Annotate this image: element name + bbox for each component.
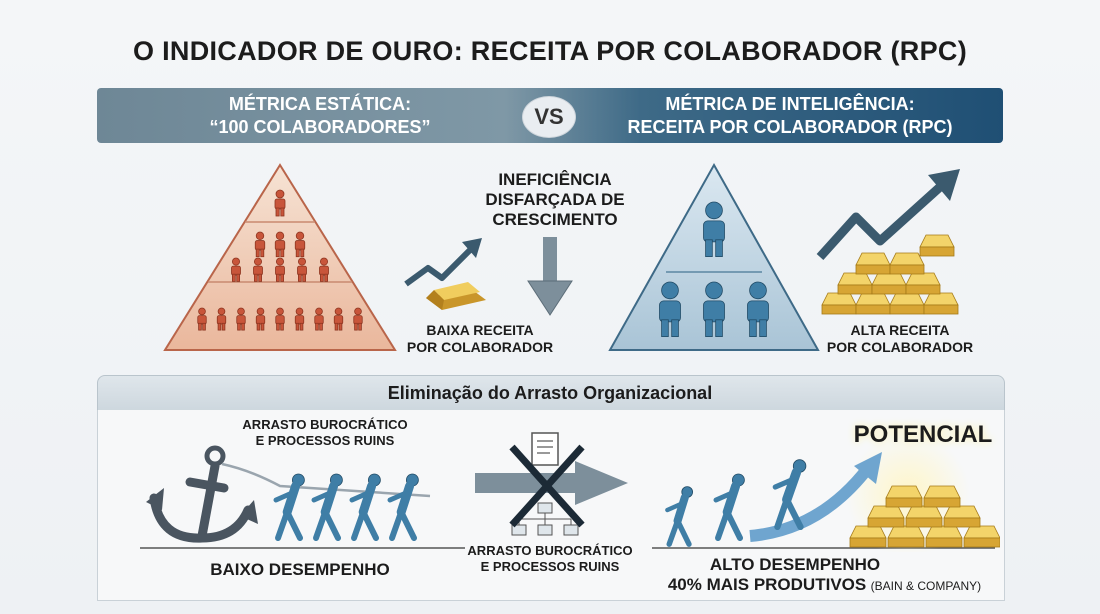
- runners-gold-illustration: [652, 440, 1000, 552]
- person-icon: [231, 257, 241, 282]
- low-performance-label: BAIXO DESEMPENHO: [210, 560, 390, 579]
- person-icon: [254, 231, 266, 258]
- person-icon: [297, 257, 307, 282]
- inefficiency-line2: DISFARÇADA DE: [485, 190, 625, 209]
- team-member-icon: [311, 473, 343, 541]
- section-title: Eliminação do Arrasto Organizacional: [387, 383, 713, 403]
- crossed-bureaucracy-icon: [475, 432, 628, 536]
- inefficiency-line1: INEFICIÊNCIA: [498, 170, 612, 189]
- section-header: [97, 375, 1005, 412]
- drag-top-label-line2: E PROCESSOS RUINS: [255, 433, 395, 448]
- potential-label: POTENCIAL: [853, 421, 993, 448]
- gold-bar-icon: [849, 525, 887, 548]
- gold-bar-icon: [905, 505, 943, 528]
- gold-bar-icon: [821, 292, 857, 315]
- gold-bar-icon: [855, 252, 891, 275]
- person-icon: [659, 281, 681, 338]
- gold-bar-icon: [889, 292, 925, 315]
- drag-mid-label-line1: ARRASTO BUROCRÁTICO: [467, 543, 633, 558]
- gold-bar-icon: [889, 252, 925, 275]
- intelligence-metric-line1: MÉTRICA DE INTELIGÊNCIA:: [665, 94, 915, 114]
- anchor-team-illustration: [140, 445, 465, 549]
- team-member-icon: [772, 459, 807, 531]
- person-icon: [294, 307, 305, 331]
- gold-bar-icon: [963, 525, 1000, 548]
- high-revenue-gold-icon: [816, 169, 960, 315]
- gold-bar-icon: [855, 292, 891, 315]
- person-icon: [703, 201, 725, 258]
- person-icon: [236, 307, 246, 331]
- person-icon: [197, 307, 207, 331]
- person-icon: [274, 189, 286, 217]
- hierarchy-pyramid-blue: [608, 162, 820, 351]
- document-icon: [531, 432, 559, 466]
- high-revenue-label-line2: POR COLABORADOR: [826, 339, 974, 355]
- inefficiency-line3: CRESCIMENTO: [492, 210, 618, 229]
- person-icon: [747, 281, 769, 338]
- team-member-icon: [713, 473, 745, 541]
- person-icon: [275, 257, 285, 282]
- anchor-icon: [149, 445, 253, 543]
- person-icon: [294, 231, 306, 258]
- gold-bar-icon: [925, 525, 963, 548]
- person-icon: [255, 307, 266, 331]
- down-arrow-icon: [527, 237, 573, 316]
- static-metric-line2: “100 COLABORADORES”: [209, 117, 431, 137]
- gold-bar-icon: [905, 272, 941, 295]
- team-member-icon: [665, 486, 694, 547]
- person-icon: [216, 307, 227, 331]
- gold-bar-icon: [919, 234, 955, 257]
- productivity-caption: 40% MAIS PRODUTIVOS (BAIN & COMPANY): [652, 575, 997, 595]
- person-icon: [353, 307, 363, 331]
- low-revenue-gold-icon: [404, 238, 486, 310]
- gold-bar-icon: [943, 505, 981, 528]
- person-icon: [275, 307, 285, 331]
- drag-top-label-line1: ARRASTO BUROCRÁTICO: [242, 417, 408, 432]
- person-icon: [319, 257, 329, 282]
- gold-bar-icon: [923, 292, 959, 315]
- high-performance-label: ALTO DESEMPENHO: [709, 555, 881, 574]
- hierarchy-pyramid-orange: [163, 163, 397, 351]
- person-icon: [314, 307, 324, 331]
- team-member-icon: [273, 473, 305, 541]
- gold-bar-icon: [867, 505, 905, 528]
- gold-bar-icon: [837, 272, 873, 295]
- static-metric-line1: MÉTRICA ESTÁTICA:: [228, 94, 412, 114]
- gold-bar-icon: [871, 272, 907, 295]
- gold-bar-icon: [887, 525, 925, 548]
- productivity-value: 40% MAIS PRODUTIVOS: [667, 575, 867, 594]
- team-member-icon: [349, 473, 381, 541]
- gold-bar-icon: [923, 485, 961, 508]
- person-icon: [333, 307, 344, 331]
- productivity-source: (BAIN & COMPANY): [870, 579, 982, 593]
- person-icon: [703, 281, 725, 338]
- person-icon: [253, 257, 263, 282]
- page-title: O INDICADOR DE OURO: RECEITA POR COLABOR…: [133, 36, 967, 66]
- low-revenue-label-line2: POR COLABORADOR: [406, 339, 554, 355]
- low-revenue-label-line1: BAIXA RECEITA: [426, 322, 534, 338]
- drag-mid-label-line2: E PROCESSOS RUINS: [480, 559, 620, 574]
- person-icon: [274, 231, 286, 258]
- team-member-icon: [387, 473, 419, 541]
- gold-bar-icon: [885, 485, 923, 508]
- vs-badge: VS: [522, 96, 576, 138]
- intelligence-metric-line2: RECEITA POR COLABORADOR (RPC): [627, 117, 953, 137]
- high-revenue-label-line1: ALTA RECEITA: [850, 322, 950, 338]
